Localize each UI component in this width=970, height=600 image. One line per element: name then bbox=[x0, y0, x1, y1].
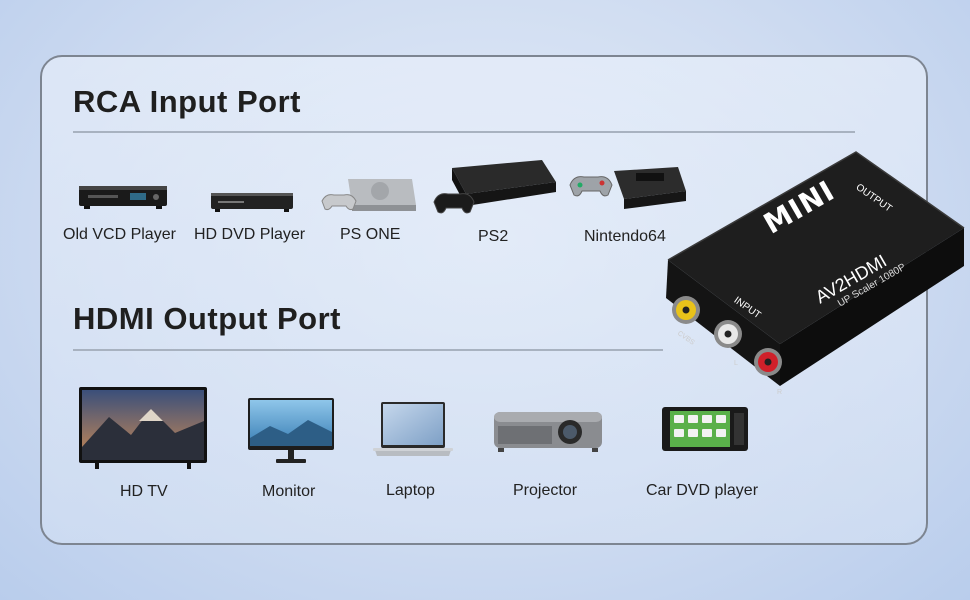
adapter-left-label: L bbox=[734, 360, 738, 367]
laptop-icon bbox=[373, 400, 453, 460]
audio-right-red-jack bbox=[754, 348, 782, 376]
output-device-label: Car DVD player bbox=[646, 482, 759, 499]
input-device-label: PS ONE bbox=[340, 226, 401, 243]
input-device-label: Nintendo64 bbox=[584, 228, 666, 245]
ps2-console-icon bbox=[432, 158, 558, 218]
adapter-right-label: R bbox=[777, 389, 783, 396]
output-device-label: Projector bbox=[513, 482, 578, 499]
cvbs-yellow-jack bbox=[672, 296, 700, 324]
rca-input-heading: RCA Input Port bbox=[73, 84, 301, 119]
car-dvd-player-icon bbox=[662, 407, 748, 453]
hdmi-heading-divider bbox=[73, 349, 663, 351]
tv-icon bbox=[79, 387, 207, 469]
input-device-label: PS2 bbox=[478, 228, 509, 245]
output-device-label: HD TV bbox=[120, 483, 168, 500]
ps-one-console-icon bbox=[320, 175, 416, 217]
output-device-label: Laptop bbox=[386, 482, 435, 499]
input-device-label: Old VCD Player bbox=[63, 226, 176, 243]
nintendo64-console-icon bbox=[568, 163, 688, 213]
audio-left-white-jack bbox=[714, 320, 742, 348]
dvd-player-icon bbox=[210, 191, 294, 213]
output-device-label: Monitor bbox=[262, 483, 316, 500]
monitor-icon bbox=[248, 398, 334, 464]
vcd-player-icon bbox=[78, 182, 168, 212]
hdmi-output-heading: HDMI Output Port bbox=[73, 301, 342, 336]
rca-heading-divider bbox=[73, 131, 855, 133]
input-device-label: HD DVD Player bbox=[194, 226, 306, 243]
projector-icon bbox=[492, 408, 604, 454]
av2hdmi-adapter bbox=[660, 148, 968, 394]
